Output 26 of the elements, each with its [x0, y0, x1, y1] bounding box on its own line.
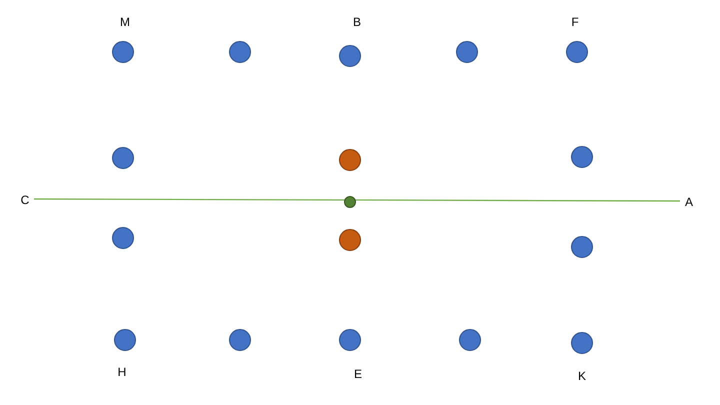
- dot: [571, 236, 593, 258]
- dot: [459, 329, 481, 351]
- dot: [571, 146, 593, 168]
- point-label: C: [18, 193, 32, 207]
- point-label: F: [571, 15, 579, 29]
- dot: [229, 329, 251, 351]
- point-label: B: [352, 15, 361, 29]
- dot: [114, 329, 136, 351]
- dot: [566, 41, 588, 63]
- point-label: A: [682, 195, 696, 209]
- center-dot: [344, 196, 356, 208]
- dot: [112, 41, 134, 63]
- point-label: E: [354, 367, 362, 381]
- dot: [112, 147, 134, 169]
- dot: [339, 45, 361, 67]
- line: [34, 198, 680, 202]
- dot: [339, 329, 361, 351]
- point-label: H: [118, 365, 126, 379]
- dot: [339, 149, 361, 171]
- dot: [339, 229, 361, 251]
- dot: [456, 41, 478, 63]
- point-label: M: [120, 15, 130, 29]
- point-label: K: [578, 369, 586, 383]
- dot: [112, 227, 134, 249]
- dot: [571, 332, 593, 354]
- dot: [229, 41, 251, 63]
